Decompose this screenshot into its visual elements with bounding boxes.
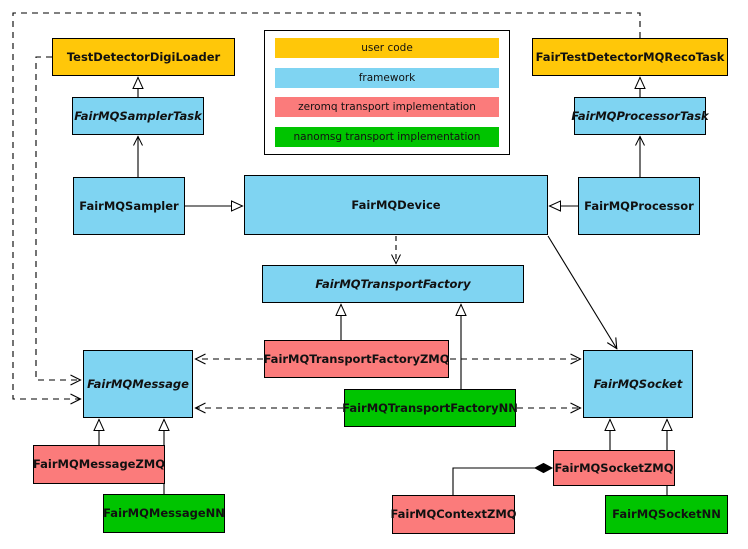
class-box-fairmqmessagenn[interactable]: FairMQMessageNN (103, 494, 225, 533)
class-box-fairmqsocket[interactable]: FairMQSocket (583, 350, 693, 418)
class-box-fairmqsocketzmq[interactable]: FairMQSocketZMQ (553, 450, 675, 486)
class-box-fairmqprocessor[interactable]: FairMQProcessor (578, 177, 700, 235)
edge-contextzmq-to-socketzmq (452, 468, 552, 495)
legend-item-framework: framework (275, 67, 499, 88)
class-box-fairmqtransportfactory[interactable]: FairMQTransportFactory (262, 265, 524, 303)
class-box-fairmqsamplertask[interactable]: FairMQSamplerTask (72, 97, 204, 135)
class-box-fairmqsocketnn[interactable]: FairMQSocketNN (605, 495, 728, 534)
class-box-fairmqmessage[interactable]: FairMQMessage (83, 350, 193, 418)
edge-device-to-socket (547, 235, 618, 350)
class-box-fairmqtransportfactorynn[interactable]: FairMQTransportFactoryNN (342, 389, 518, 427)
class-box-fairmqcontextzmq[interactable]: FairMQContextZMQ (390, 495, 517, 534)
legend-item-zeromq: zeromq transport implementation (275, 97, 499, 118)
class-box-fairtestdetectormqrecotask[interactable]: FairTestDetectorMQRecoTask (532, 38, 728, 76)
legend-panel: user code framework zeromq transport imp… (264, 30, 510, 155)
class-box-fairmqdevice[interactable]: FairMQDevice (244, 175, 548, 235)
class-box-fairmqtransportfactoryzmq[interactable]: FairMQTransportFactoryZMQ (264, 340, 450, 378)
class-box-fairmqsampler[interactable]: FairMQSampler (73, 177, 185, 235)
legend-item-nanomsg: nanomsg transport implementation (275, 126, 499, 147)
edge-recotask-to-message (12, 12, 641, 405)
edge-digiloader-to-message (35, 56, 82, 386)
class-box-fairmqmessagezmq[interactable]: FairMQMessageZMQ (33, 445, 165, 484)
legend-item-user-code: user code (275, 38, 499, 58)
class-box-testdetectordigiloader[interactable]: TestDetectorDigiLoader (52, 38, 235, 76)
class-box-fairmqprocessortask[interactable]: FairMQProcessorTask (571, 97, 709, 135)
